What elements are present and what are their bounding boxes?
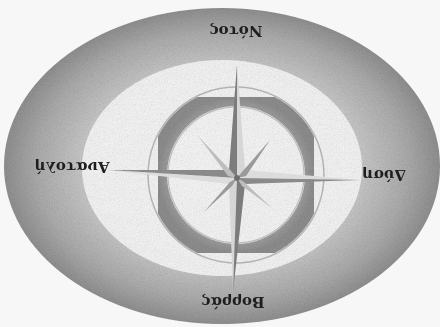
north-label: Nότος	[210, 22, 263, 40]
west-label: Ανατολή	[34, 158, 110, 176]
east-label: Δύση	[362, 166, 406, 184]
south-label: Βορράς	[201, 293, 264, 311]
star-center	[234, 175, 240, 181]
